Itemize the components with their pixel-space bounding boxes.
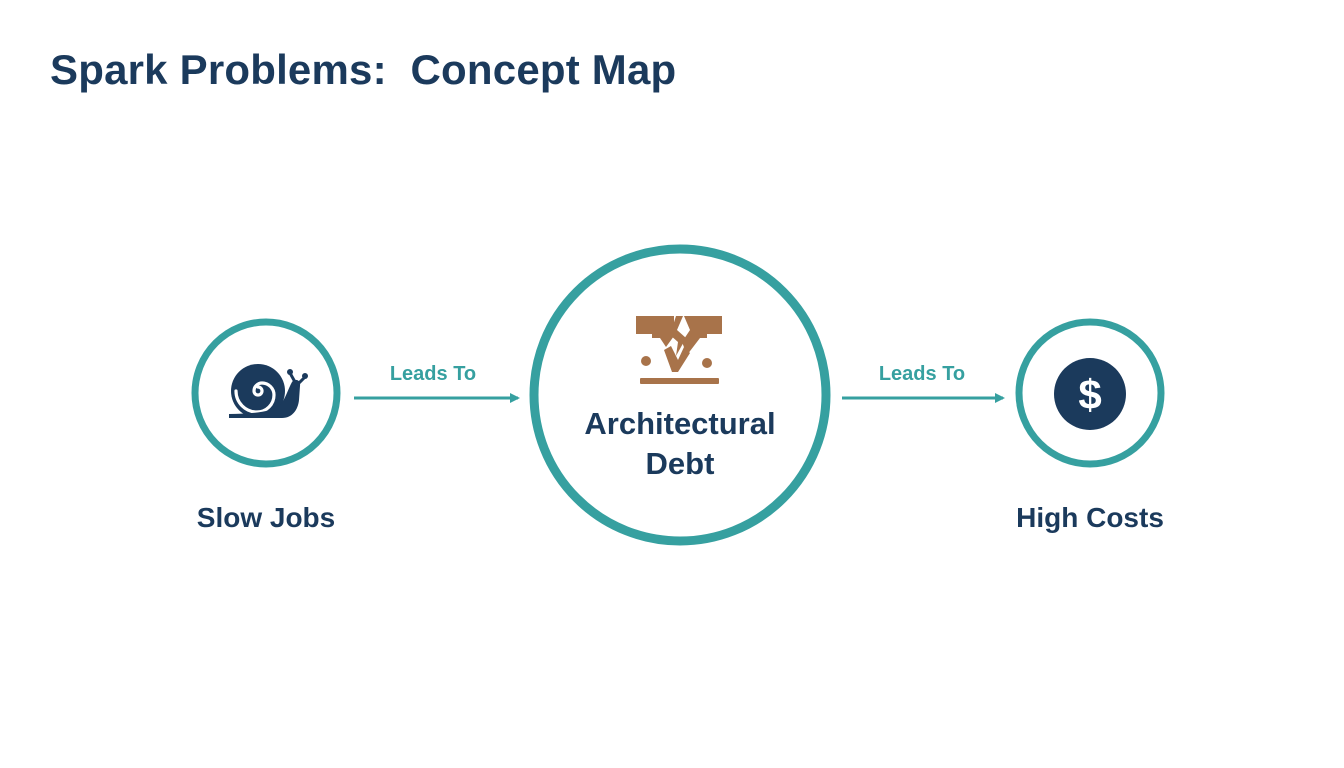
node-label-architectural-debt: Architectural Debt	[584, 406, 776, 481]
svg-text:$: $	[1078, 371, 1101, 418]
node-high-costs: $	[1015, 318, 1165, 468]
page-title: Spark Problems: Concept Map	[50, 46, 677, 93]
node-architectural-debt	[529, 244, 831, 546]
node-label-slow-jobs: Slow Jobs	[196, 502, 336, 533]
node-label-high-costs: High Costs	[1016, 502, 1164, 533]
node-ring	[529, 244, 831, 546]
dollar-icon: $	[1054, 358, 1126, 430]
edge-label-right: Leads To	[878, 363, 966, 385]
edge-label-left: Leads To	[389, 363, 477, 385]
cracked-pillar-icon	[636, 316, 722, 384]
snail-icon	[229, 364, 308, 418]
node-slow-jobs	[191, 318, 341, 468]
